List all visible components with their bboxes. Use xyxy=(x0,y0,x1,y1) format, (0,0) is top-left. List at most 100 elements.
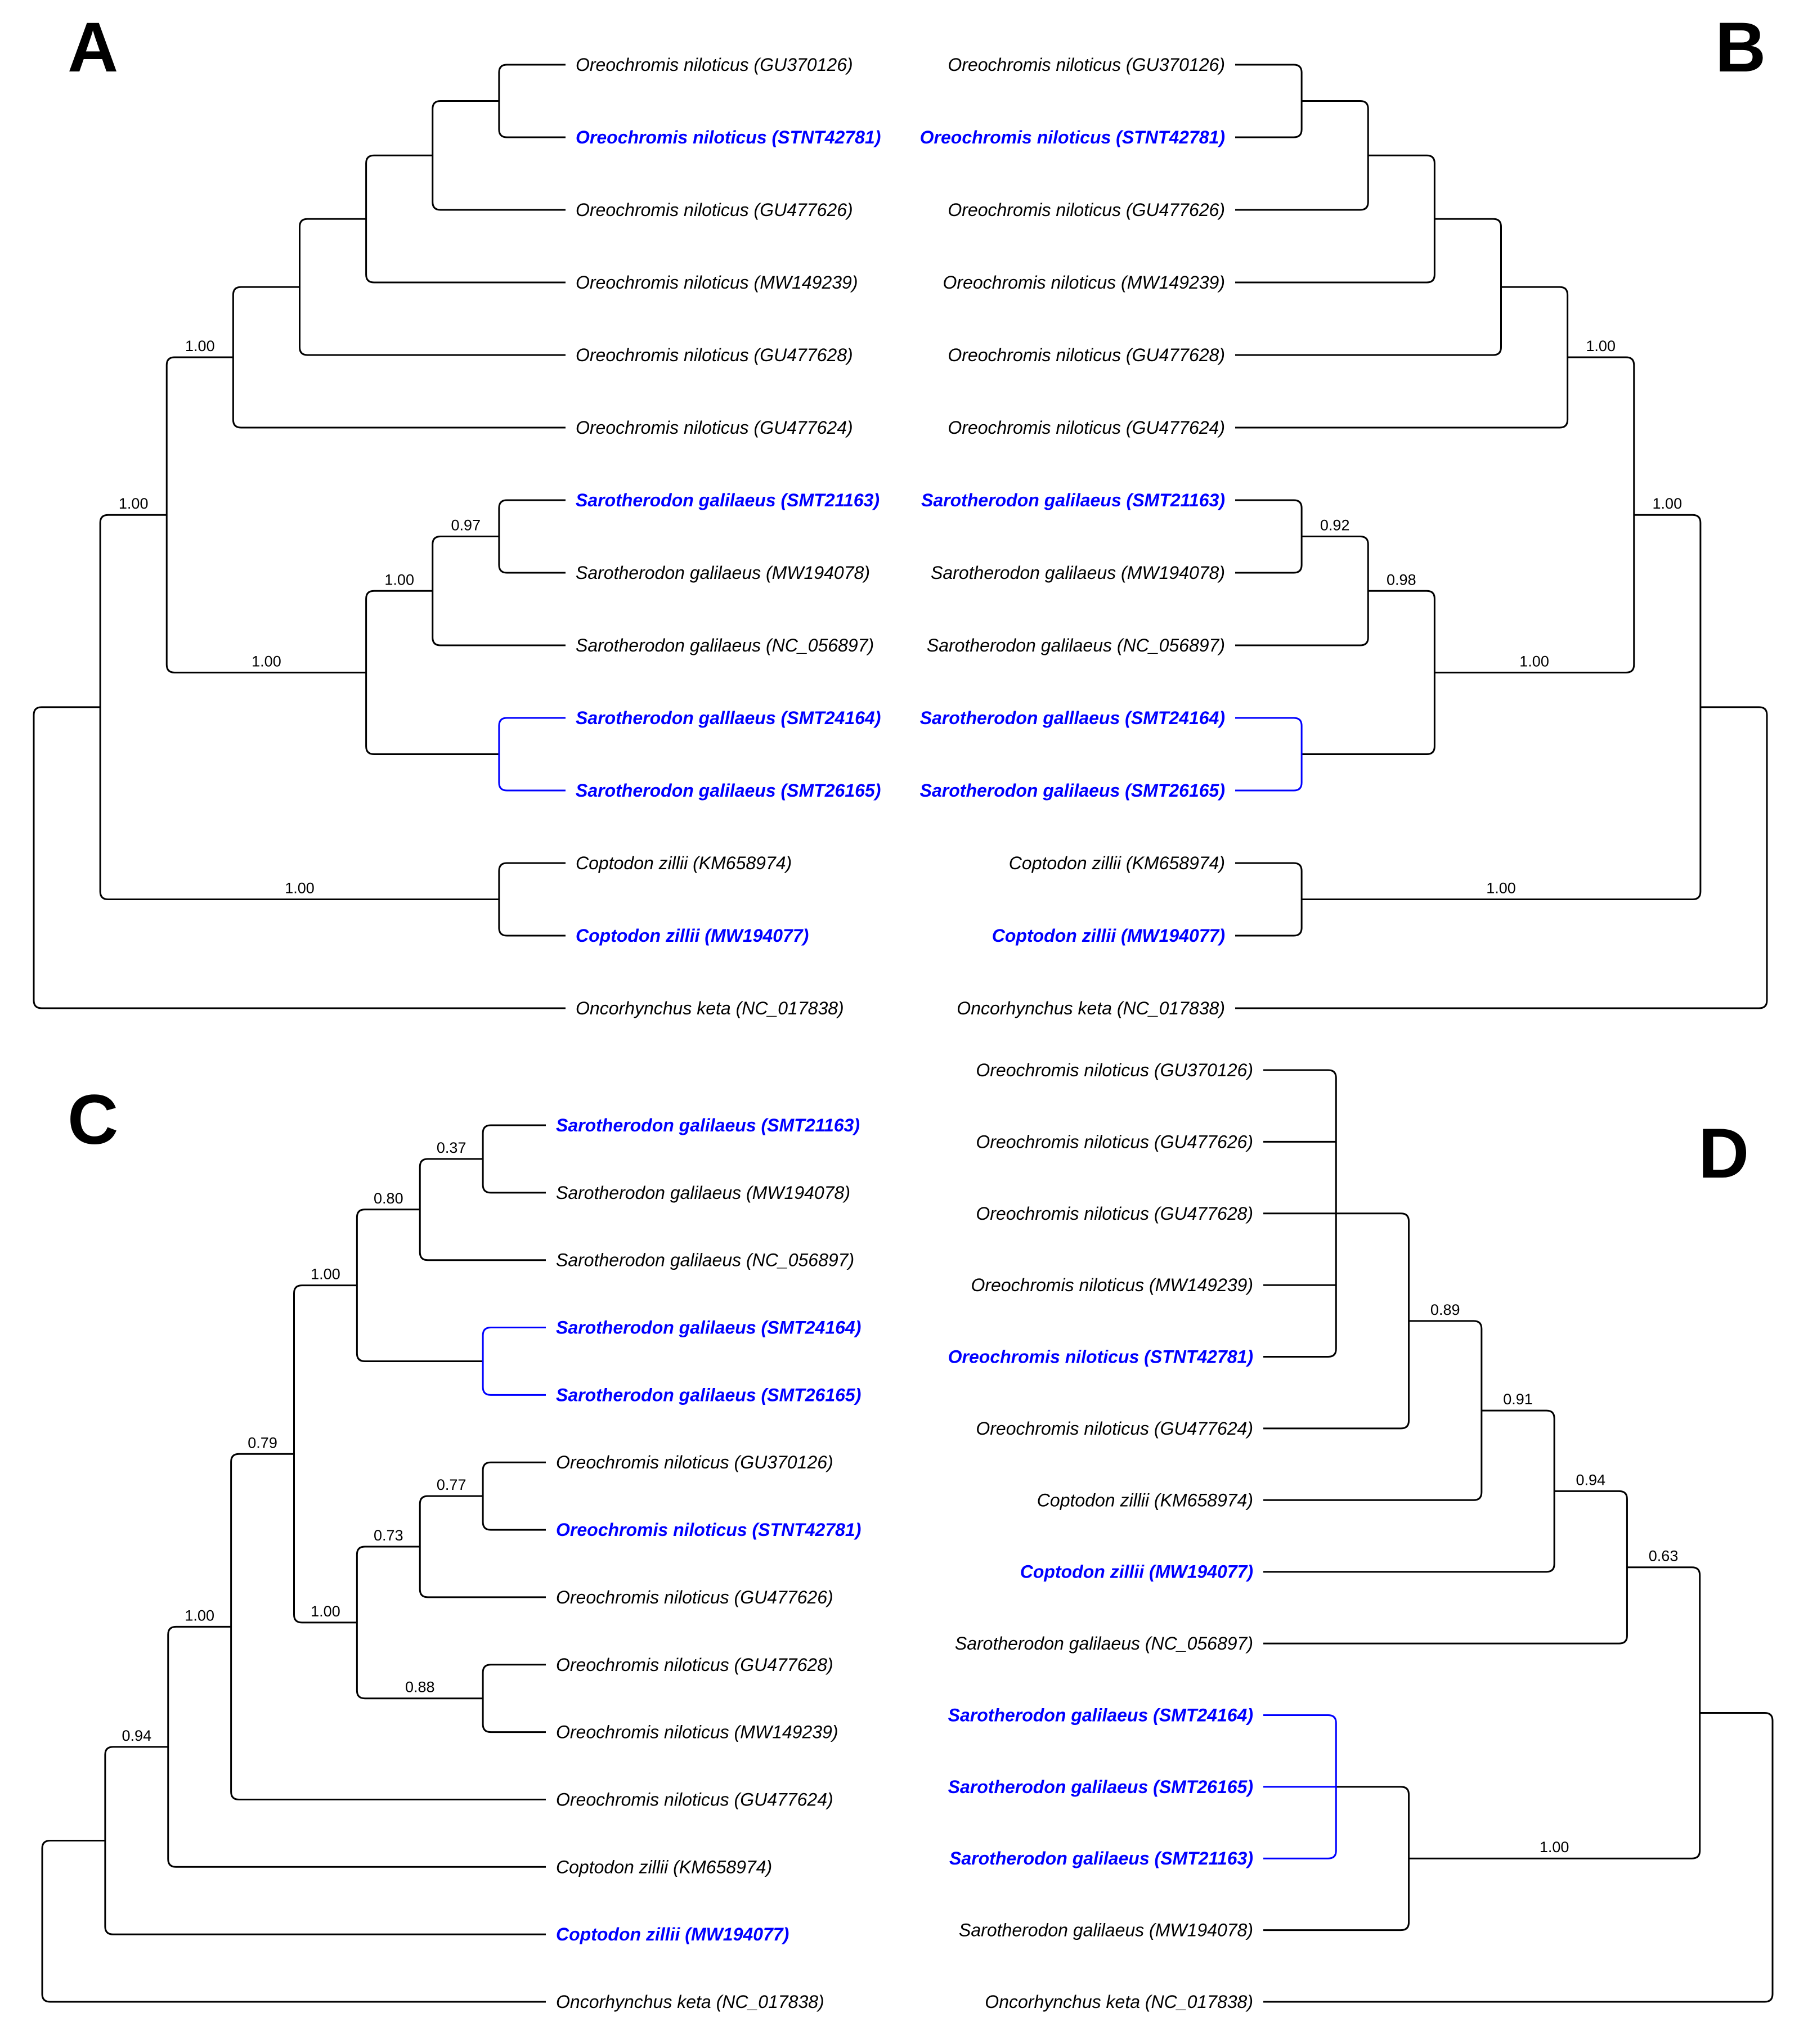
taxon-label: Oreochromis niloticus (GU477626) xyxy=(976,1131,1253,1152)
taxon-label: Oreochromis niloticus (GU477626) xyxy=(556,1587,833,1607)
support-value: 0.98 xyxy=(1387,571,1416,588)
support-value: 0.88 xyxy=(405,1679,435,1696)
taxon-label: Coptodon zillii (MW194077) xyxy=(1020,1562,1253,1582)
taxon-label: Sarotherodon galilaeus (SMT26165) xyxy=(920,780,1225,801)
taxon-label: Oncorhynchus keta (NC_017838) xyxy=(556,1992,824,2012)
branch xyxy=(293,1284,357,1624)
branch xyxy=(419,1158,546,1261)
support-value: 1.00 xyxy=(311,1603,340,1620)
branch xyxy=(41,1839,546,2003)
taxon-label: Oreochromis niloticus (GU477626) xyxy=(948,200,1225,220)
support-value: 1.00 xyxy=(185,338,215,354)
taxon-label: Oreochromis niloticus (GU477624) xyxy=(576,417,853,438)
taxon-label: Oreochromis niloticus (STNT42781) xyxy=(920,127,1225,147)
branch xyxy=(482,1124,546,1194)
taxon-label: Oreochromis niloticus (MW149239) xyxy=(556,1722,838,1742)
branch xyxy=(1235,706,1768,1009)
taxon-label: Oreochromis niloticus (GU477628) xyxy=(556,1655,833,1675)
support-value: 0.77 xyxy=(437,1476,466,1493)
taxon-label: Oreochromis niloticus (GU370126) xyxy=(576,55,853,75)
taxon-label: Oreochromis niloticus (GU477624) xyxy=(948,417,1225,438)
taxon-label: Coptodon zillii (MW194077) xyxy=(576,926,809,946)
taxon-label: Oreochromis niloticus (MW149239) xyxy=(971,1275,1254,1295)
support-value: 0.94 xyxy=(122,1727,152,1744)
panel-label-c: C xyxy=(68,1081,119,1159)
branch xyxy=(1235,218,1502,356)
branch xyxy=(1302,514,1702,900)
taxon-label: Oreochromis niloticus (GU370126) xyxy=(976,1060,1253,1080)
branch xyxy=(498,499,566,574)
panel-label-a: A xyxy=(68,8,119,87)
taxon-label: Oreochromis niloticus (GU477628) xyxy=(948,345,1225,365)
branch xyxy=(33,706,566,1009)
support-value: 1.00 xyxy=(1653,495,1683,512)
branch xyxy=(1235,499,1303,574)
support-value: 1.00 xyxy=(1586,338,1616,354)
branch xyxy=(432,536,566,646)
branch xyxy=(1263,1711,1774,2003)
taxon-label: Coptodon zillii (KM658974) xyxy=(1009,853,1225,873)
branch xyxy=(1263,1320,1483,1501)
taxon-label: Sarotherodon galilaeus (NC_056897) xyxy=(955,1633,1253,1654)
branch xyxy=(230,1453,546,1800)
support-value: 1.00 xyxy=(1540,1839,1569,1856)
branch xyxy=(419,1495,546,1598)
support-value: 1.00 xyxy=(384,571,414,588)
support-value: 0.94 xyxy=(1576,1471,1606,1488)
taxon-label: Sarotherodon galilaeus (MW194078) xyxy=(576,563,870,583)
taxon-label: Oreochromis niloticus (STNT42781) xyxy=(576,127,881,147)
branch xyxy=(1434,356,1635,673)
taxon-label: Sarotherodon galilaeus (SMT26165) xyxy=(576,780,881,801)
taxon-label: Sarotherodon galilaeus (SMT24164) xyxy=(948,1705,1253,1725)
branch xyxy=(1263,1409,1555,1573)
support-value: 0.91 xyxy=(1503,1391,1533,1408)
taxon-label: Oreochromis niloticus (GU477628) xyxy=(576,345,853,365)
branch xyxy=(498,717,566,792)
branch xyxy=(365,590,499,755)
taxon-label: Oreochromis niloticus (GU477628) xyxy=(976,1203,1253,1224)
taxon-label: Oreochromis niloticus (MW149239) xyxy=(943,272,1226,293)
branch xyxy=(104,1746,546,1935)
taxon-label: Oncorhynchus keta (NC_017838) xyxy=(985,1992,1253,2012)
taxon-label: Oreochromis niloticus (GU477624) xyxy=(976,1418,1253,1439)
support-value: 0.89 xyxy=(1430,1301,1460,1318)
panel-label-d: D xyxy=(1698,1115,1749,1193)
taxon-label: Sarotherodon galilaeus (MW194078) xyxy=(959,1920,1253,1940)
branch xyxy=(1302,590,1435,755)
branch xyxy=(482,1461,546,1531)
taxon-label: Coptodon zillii (MW194077) xyxy=(556,1924,789,1944)
branch xyxy=(1408,1566,1701,1859)
branch xyxy=(498,64,566,138)
branch xyxy=(1235,862,1303,937)
branch xyxy=(1263,1786,1410,1931)
taxon-label: Oreochromis niloticus (GU370126) xyxy=(556,1452,833,1472)
taxon-label: Coptodon zillii (KM658974) xyxy=(576,853,792,873)
support-value: 1.00 xyxy=(1519,653,1549,670)
support-value: 1.00 xyxy=(311,1266,340,1283)
branch xyxy=(365,154,566,284)
branch xyxy=(1263,1069,1337,1358)
support-value: 1.00 xyxy=(252,653,281,670)
taxon-label: Sarotherodon galilaeus (SMT21163) xyxy=(556,1115,860,1135)
branch xyxy=(299,218,566,356)
branch xyxy=(232,286,566,429)
branch xyxy=(167,1625,546,1868)
taxon-label: Coptodon zillii (MW194077) xyxy=(992,926,1225,946)
taxon-label: Sarotherodon galllaeus (SMT24164) xyxy=(920,708,1225,728)
support-value: 1.00 xyxy=(185,1607,214,1624)
support-value: 0.92 xyxy=(1320,517,1350,534)
branch xyxy=(1235,717,1303,792)
branch xyxy=(1235,536,1369,646)
taxon-label: Oreochromis niloticus (STNT42781) xyxy=(948,1347,1253,1367)
support-value: 0.80 xyxy=(374,1190,403,1207)
branch xyxy=(356,1546,483,1700)
taxon-label: Sarotherodon galllaeus (SMT24164) xyxy=(576,708,881,728)
panel-c-tree: 0.941.000.791.000.800.371.000.730.770.88… xyxy=(41,1115,861,2012)
branch xyxy=(1235,286,1569,429)
branch xyxy=(1263,1714,1337,1859)
branch xyxy=(1263,1490,1628,1645)
branch xyxy=(1235,64,1303,138)
